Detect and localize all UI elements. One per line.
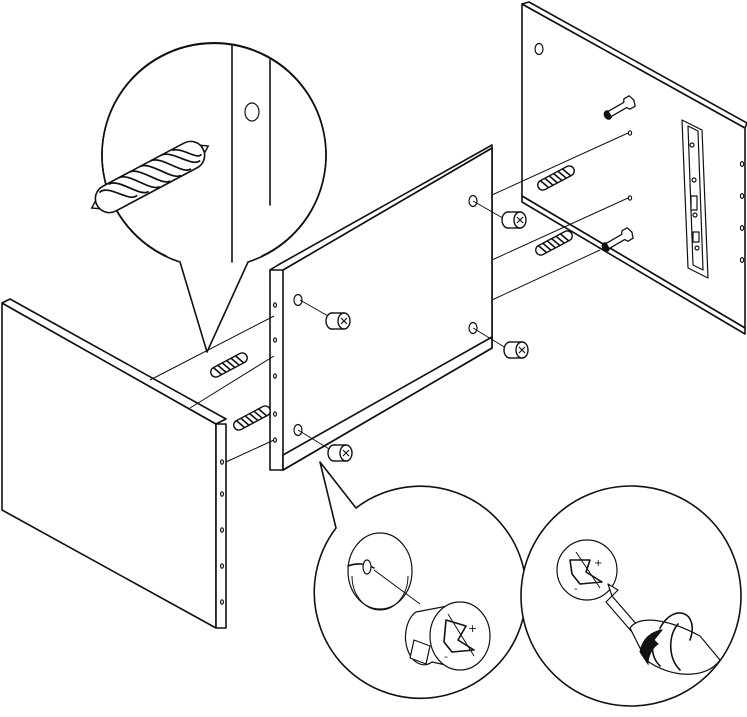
cam-lock-lower-right xyxy=(503,341,529,359)
cam-plus-symbol: + xyxy=(468,622,477,635)
drawer-slide-rail xyxy=(681,119,709,279)
middle-panel xyxy=(269,144,493,471)
cam-lock-tightening-detail: + - xyxy=(520,485,742,707)
alignment-lines xyxy=(149,111,629,463)
rotate-arrow-icon xyxy=(639,612,693,666)
cam-disc-front: + - xyxy=(556,539,618,601)
cam-lock-upper-right xyxy=(501,211,527,229)
cam-lock-orientation-detail: + - xyxy=(313,461,528,700)
right-back-panel xyxy=(521,1,747,335)
left-side-panel xyxy=(1,298,227,629)
cam-lock-upper-left xyxy=(325,312,351,330)
disc-plus-symbol: + xyxy=(594,558,602,569)
dowel-left-lower xyxy=(231,403,273,433)
cam-lock-lower-left xyxy=(327,444,353,462)
dowel-icon xyxy=(90,140,210,214)
cam-minus-symbol: - xyxy=(444,650,448,663)
dowel-right-lower xyxy=(533,228,575,258)
disc-minus-symbol: - xyxy=(574,584,578,595)
dowel-insertion-detail xyxy=(90,42,327,353)
cam-lock-icon: + - xyxy=(404,601,491,671)
